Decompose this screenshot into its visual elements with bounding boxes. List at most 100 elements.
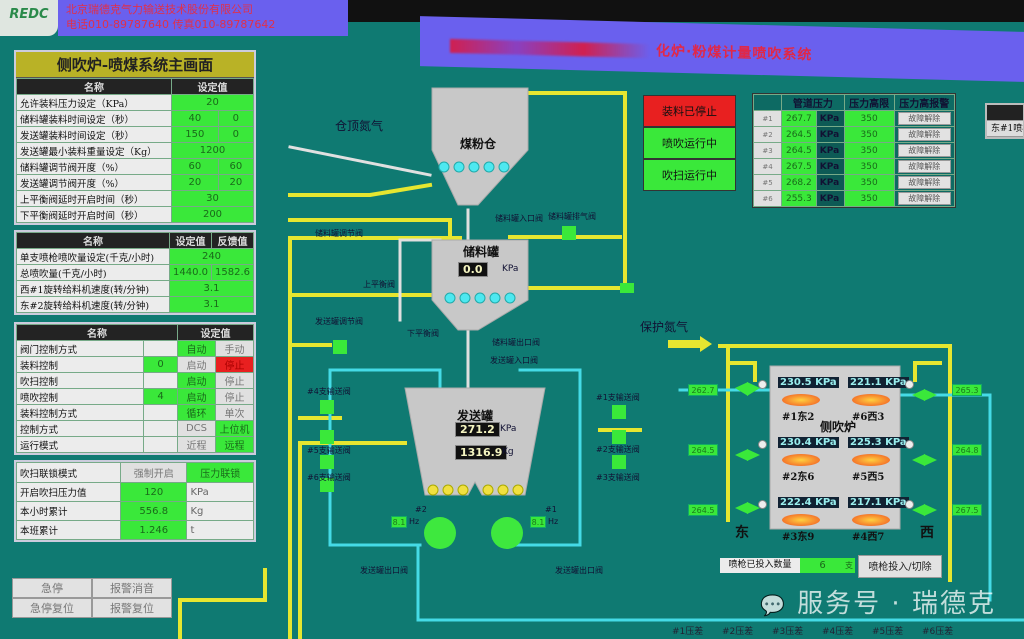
purge-value[interactable]: 120 [119, 482, 188, 502]
setting-value[interactable]: 200 [171, 206, 254, 223]
fault-clear-button[interactable]: 故障解除 [897, 176, 951, 189]
line-pressure-tag: 262.7 [688, 384, 718, 396]
fault-clear-button[interactable]: 故障解除 [897, 128, 951, 141]
control-option-b-button[interactable]: 单次 [215, 404, 254, 421]
feeder-2-speed[interactable]: 8.1 [391, 516, 407, 528]
setting-value[interactable]: 60 [217, 158, 255, 175]
control-option-b-button[interactable]: 远程 [215, 436, 254, 453]
valve-storage-in[interactable]: 储料罐入口阀 [495, 214, 543, 223]
valve-lower-balance[interactable]: 下平衡阀 [407, 329, 439, 338]
valve-storage-reg[interactable]: 储料罐调节阀 [315, 229, 363, 238]
diff-pressure-label: #6压差 [922, 627, 954, 637]
valve-branch-3[interactable]: #3支输送阀 [596, 473, 640, 482]
emergency-stop-button[interactable]: 急停 [12, 578, 92, 598]
pressure-limit[interactable]: 350 [843, 110, 895, 127]
control-option-b-button[interactable]: 停止 [215, 388, 254, 405]
valve-storage-out[interactable]: 储料罐出口阀 [492, 338, 540, 347]
valve-send-reg[interactable]: 发送罐调节阀 [315, 317, 363, 326]
purge-value[interactable]: 1.246 [119, 520, 188, 540]
control-option-a-button[interactable]: 循环 [177, 404, 216, 421]
pressure-unit: KPa [815, 126, 845, 143]
emergency-reset-button[interactable]: 急停复位 [12, 598, 92, 618]
control-option-b-button[interactable]: 停止 [215, 356, 254, 373]
lance-list-item[interactable]: 东#1喷枪 [989, 121, 1023, 136]
setting-value[interactable]: 60 [171, 158, 219, 175]
setting-value[interactable]: 20 [171, 174, 219, 191]
valve-branch-6[interactable]: #6支输送阀 [307, 473, 351, 482]
injection-row: 单支喷枪喷吹量设定(千克/小时)240 [16, 248, 254, 265]
control-option-b-button[interactable]: 手动 [215, 340, 254, 357]
setpoint-value[interactable]: 3.1 [169, 280, 254, 297]
setting-value[interactable]: 30 [171, 190, 254, 207]
pressure-id: #6 [753, 190, 782, 207]
setting-label: 发送罐最小装料重量设定（Kg） [16, 142, 172, 159]
setting-row: 允许装料压力设定（KPa）20 [16, 94, 254, 111]
fault-clear-button[interactable]: 故障解除 [897, 144, 951, 157]
lance-toggle-button[interactable]: 喷枪投入/切除 [858, 555, 942, 578]
control-row: 运行模式近程远程 [16, 436, 254, 453]
feeder-1-speed[interactable]: 8.1 [530, 516, 546, 528]
valve-send-out-left[interactable]: 发送罐出口阀 [360, 566, 408, 575]
fault-clear-button[interactable]: 故障解除 [897, 112, 951, 125]
watermark-text: 服务号 · 瑞德克 [797, 589, 996, 619]
purge-unit: t [186, 520, 254, 540]
valve-branch-2[interactable]: #2支输送阀 [596, 445, 640, 454]
setpoint-value[interactable]: 3.1 [169, 296, 254, 313]
valve-upper-balance[interactable]: 上平衡阀 [363, 280, 395, 289]
valve-send-out-right[interactable]: 发送罐出口阀 [555, 566, 603, 575]
setpoint-value[interactable]: 1440.0 [169, 264, 212, 281]
pressure-limit[interactable]: 350 [843, 126, 895, 143]
control-option-a-button[interactable]: 启动 [177, 388, 216, 405]
setting-value[interactable]: 1200 [171, 142, 254, 159]
setpoint-value[interactable]: 240 [169, 248, 254, 265]
setting-value[interactable]: 20 [217, 174, 255, 191]
alarm-silence-button[interactable]: 报警消音 [92, 578, 172, 598]
diff-pressure-label: #2压差 [722, 627, 754, 637]
company-name: 北京瑞德克气力输送技术股份有限公司 [66, 3, 253, 16]
control-option-b-button[interactable]: 停止 [215, 372, 254, 389]
pressure-value: 264.5 [781, 126, 817, 143]
valve-branch-1[interactable]: #1支输送阀 [596, 393, 640, 402]
control-option-a-button[interactable]: DCS [177, 420, 216, 437]
col-setpoint: 设定值 [171, 78, 254, 95]
pressure-limit[interactable]: 350 [843, 174, 895, 191]
diff-pressure-label: #1压差 [672, 627, 704, 637]
control-option-a-button[interactable]: 启动 [177, 372, 216, 389]
pressure-limit[interactable]: 350 [843, 158, 895, 175]
alarm-cell: 故障解除 [893, 142, 956, 159]
valve-branch-4[interactable]: #4支输送阀 [307, 387, 351, 396]
control-option-a-button[interactable]: 近程 [177, 436, 216, 453]
pressure-limit[interactable]: 350 [843, 142, 895, 159]
pressure-limit[interactable]: 350 [843, 190, 895, 207]
line-pressure-tag: 264.5 [688, 444, 718, 456]
control-option-b-button[interactable]: 上位机 [215, 420, 254, 437]
valve-storage-vent[interactable]: 储料罐排气阀 [548, 212, 596, 221]
feeder-2-label: #2 [415, 505, 427, 514]
setting-value[interactable]: 0 [217, 126, 255, 143]
control-option-a-button[interactable]: 启动 [177, 356, 216, 373]
setting-value[interactable]: 20 [171, 94, 254, 111]
injection-label: 东#2旋转给料机速度(转/分钟) [16, 296, 170, 313]
setting-value[interactable]: 150 [171, 126, 219, 143]
pressure-interlock-button[interactable]: 压力联锁 [186, 462, 254, 483]
fault-clear-button[interactable]: 故障解除 [897, 160, 951, 173]
valve-branch-5[interactable]: #5支输送阀 [307, 446, 351, 455]
setting-label: 上平衡阀延时开启时间（秒） [16, 190, 172, 207]
injection-status: 喷吹运行中 [643, 127, 736, 159]
valve-send-in[interactable]: 发送罐入口阀 [490, 356, 538, 365]
diff-pressure-label: #3压差 [772, 627, 804, 637]
purge-value[interactable]: 556.8 [119, 501, 188, 521]
setting-value[interactable]: 0 [217, 110, 255, 127]
alarm-cell: 故障解除 [893, 174, 956, 191]
alarm-reset-button[interactable]: 报警复位 [92, 598, 172, 618]
control-option-a-button[interactable]: 自动 [177, 340, 216, 357]
fault-clear-button[interactable]: 故障解除 [897, 192, 951, 205]
setting-value[interactable]: 40 [171, 110, 219, 127]
emergency-buttons: 急停 报警消音 急停复位 报警复位 [12, 578, 172, 618]
force-open-button[interactable]: 强制开启 [119, 462, 188, 483]
pressure-value: 268.2 [781, 174, 817, 191]
